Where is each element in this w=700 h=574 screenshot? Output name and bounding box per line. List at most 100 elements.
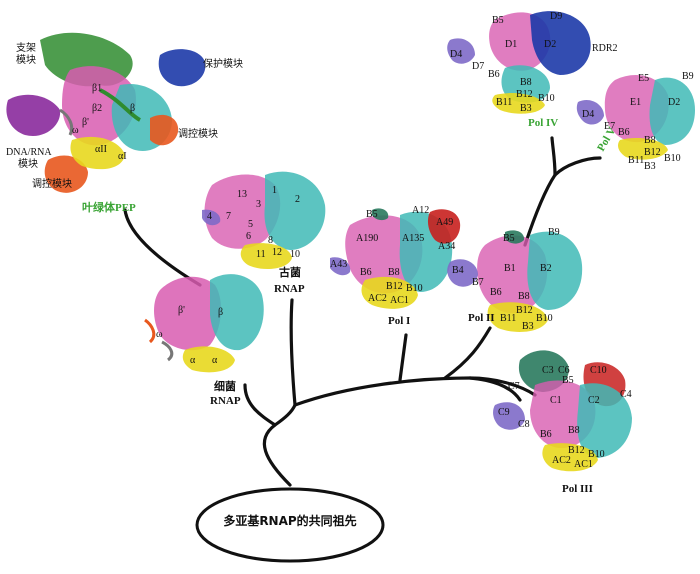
pol3-sub-C6: C6	[558, 365, 570, 376]
pol3-sub-B8: B8	[568, 425, 580, 436]
branch-bacteria-to-pep	[123, 208, 202, 287]
pol4-sub-B8: B8	[520, 77, 532, 88]
pol1-sub-A34: A34	[438, 241, 456, 252]
pol3-sub-AC1: AC1	[574, 459, 593, 470]
pol4-sub-B10: B10	[538, 93, 555, 104]
root-ellipse	[195, 487, 385, 563]
pep-structure	[6, 32, 206, 193]
pol1-name: Pol I	[388, 315, 411, 327]
pol2-sub-B3: B3	[522, 321, 534, 332]
pol2-sub-B8: B8	[518, 291, 530, 302]
root-label: 多亚基RNAP的共同祖先	[223, 514, 357, 528]
pep-sub-bprime: β'	[82, 117, 89, 128]
arc-sub-10: 10	[290, 249, 300, 260]
pol3-sub-C10: C10	[590, 365, 607, 376]
arc-sub-8: 8	[268, 235, 273, 246]
pep-dna-label1: DNA/RNA	[6, 147, 52, 158]
pol2-sub-B5: B5	[503, 233, 515, 244]
bac-sub-omega: ω	[156, 329, 163, 340]
pol3-name: Pol III	[562, 483, 593, 495]
tree-branches	[123, 136, 602, 487]
arc-sub-1: 1	[272, 185, 277, 196]
pol2-name: Pol II	[468, 312, 495, 324]
pol5-sub-D4: D4	[582, 109, 595, 120]
arc-sub-6: 6	[246, 231, 251, 242]
pol1-sub-AC1: AC1	[390, 295, 409, 306]
pol2-sub-B7: B7	[472, 277, 484, 288]
pol2-sub-B2: B2	[540, 263, 552, 274]
pol1-structure	[330, 208, 461, 309]
pol1-sub-B5: B5	[366, 209, 378, 220]
pol3-sub-B5: B5	[562, 375, 574, 386]
pep-sub-b2: β2	[92, 103, 103, 114]
pol1-sub-AC2: AC2	[368, 293, 387, 304]
pol1-sub-A49: A49	[436, 217, 454, 228]
pol4-sub-RDR2: RDR2	[592, 43, 618, 54]
bac-sub-a1: α	[190, 355, 196, 366]
pol4-sub-B5: B5	[492, 15, 504, 26]
pep-regulate-right-label: 调控模块	[178, 129, 218, 140]
pol4-sub-D2: D2	[544, 39, 557, 50]
branch-pol2	[443, 326, 492, 380]
pep-regulate-bottom-label: 调控模块	[32, 179, 72, 190]
branch-root-trunk	[262, 403, 297, 487]
pol4-sub-B11: B11	[496, 97, 513, 108]
pol2-sub-B6: B6	[490, 287, 502, 298]
bacterial-name-line1: 细菌	[214, 381, 236, 393]
pep-protect-label: 保护模块	[203, 59, 243, 70]
bac-sub-b: β	[218, 307, 224, 318]
pol3-sub-C9: C9	[498, 407, 510, 418]
arc-sub-4: 4	[207, 211, 212, 222]
pol3-sub-B6: B6	[540, 429, 552, 440]
branch-pol2-to-pol45	[523, 173, 557, 247]
archaeal-name-line1: 古菌	[279, 267, 301, 279]
pol2-sub-B9: B9	[548, 227, 560, 238]
pep-dna-purple	[6, 94, 61, 136]
pol5-sub-B8: B8	[644, 135, 656, 146]
bacterial-name-line2: RNAP	[210, 395, 241, 407]
pol1-sub-B8: B8	[388, 267, 400, 278]
pol5-sub-E7: E7	[604, 121, 616, 132]
pol5-sub-B10: B10	[664, 153, 681, 164]
arc-sub-12: 12	[272, 247, 282, 258]
pep-scaffold-label2: 模块	[16, 55, 36, 66]
pol4-sub-B12: B12	[516, 89, 533, 100]
pol4-sub-D4: D4	[450, 49, 463, 60]
pol3-sub-C1: C1	[550, 395, 562, 406]
pol1-sub-A12: A12	[412, 205, 430, 216]
pep-reg-orange-right	[150, 114, 179, 146]
pep-sub-b1: β1	[92, 83, 103, 94]
pep-gray	[59, 108, 74, 136]
pol2-sub-B10: B10	[536, 313, 553, 324]
pol3-sub-C8: C8	[518, 419, 530, 430]
pol3-sub-C3: C3	[542, 365, 554, 376]
pol2-sub-B11: B11	[500, 313, 517, 324]
pol3-sub-C7: C7	[508, 381, 520, 392]
branch-root-to-bacteria	[243, 383, 277, 427]
archaeal-name-line2: RNAP	[274, 283, 305, 295]
arc-sub-2: 2	[295, 194, 300, 205]
pol4-sub-D1: D1	[505, 39, 518, 50]
bac-sub-bprime: β'	[178, 305, 185, 316]
pep-sub-omega: ω	[72, 125, 79, 136]
pol1-sub-A43: A43	[330, 259, 348, 270]
pol3-structure	[493, 350, 632, 472]
pol3-sub-B12: B12	[568, 445, 585, 456]
pol2-sub-B12: B12	[516, 305, 533, 316]
pol5-sub-E5: E5	[638, 73, 650, 84]
branch-archaea	[289, 298, 297, 407]
pol3-sub-B10: B10	[588, 449, 605, 460]
pep-name: 叶绿体PEP	[82, 202, 136, 214]
pep-protect-blue	[158, 49, 206, 87]
branch-pol3	[468, 376, 522, 402]
pol4-sub-B6: B6	[488, 69, 500, 80]
bacterial-rnap-structure	[144, 274, 264, 373]
arc-sub-3: 3	[256, 199, 261, 210]
pol1-sub-B6: B6	[360, 267, 372, 278]
pol5-sub-B11: B11	[628, 155, 645, 166]
pep-sub-aII: αII	[95, 144, 107, 155]
pol2-structure	[447, 230, 583, 332]
pol5-sub-B6: B6	[618, 127, 630, 138]
pol3-sub-AC2: AC2	[552, 455, 571, 466]
